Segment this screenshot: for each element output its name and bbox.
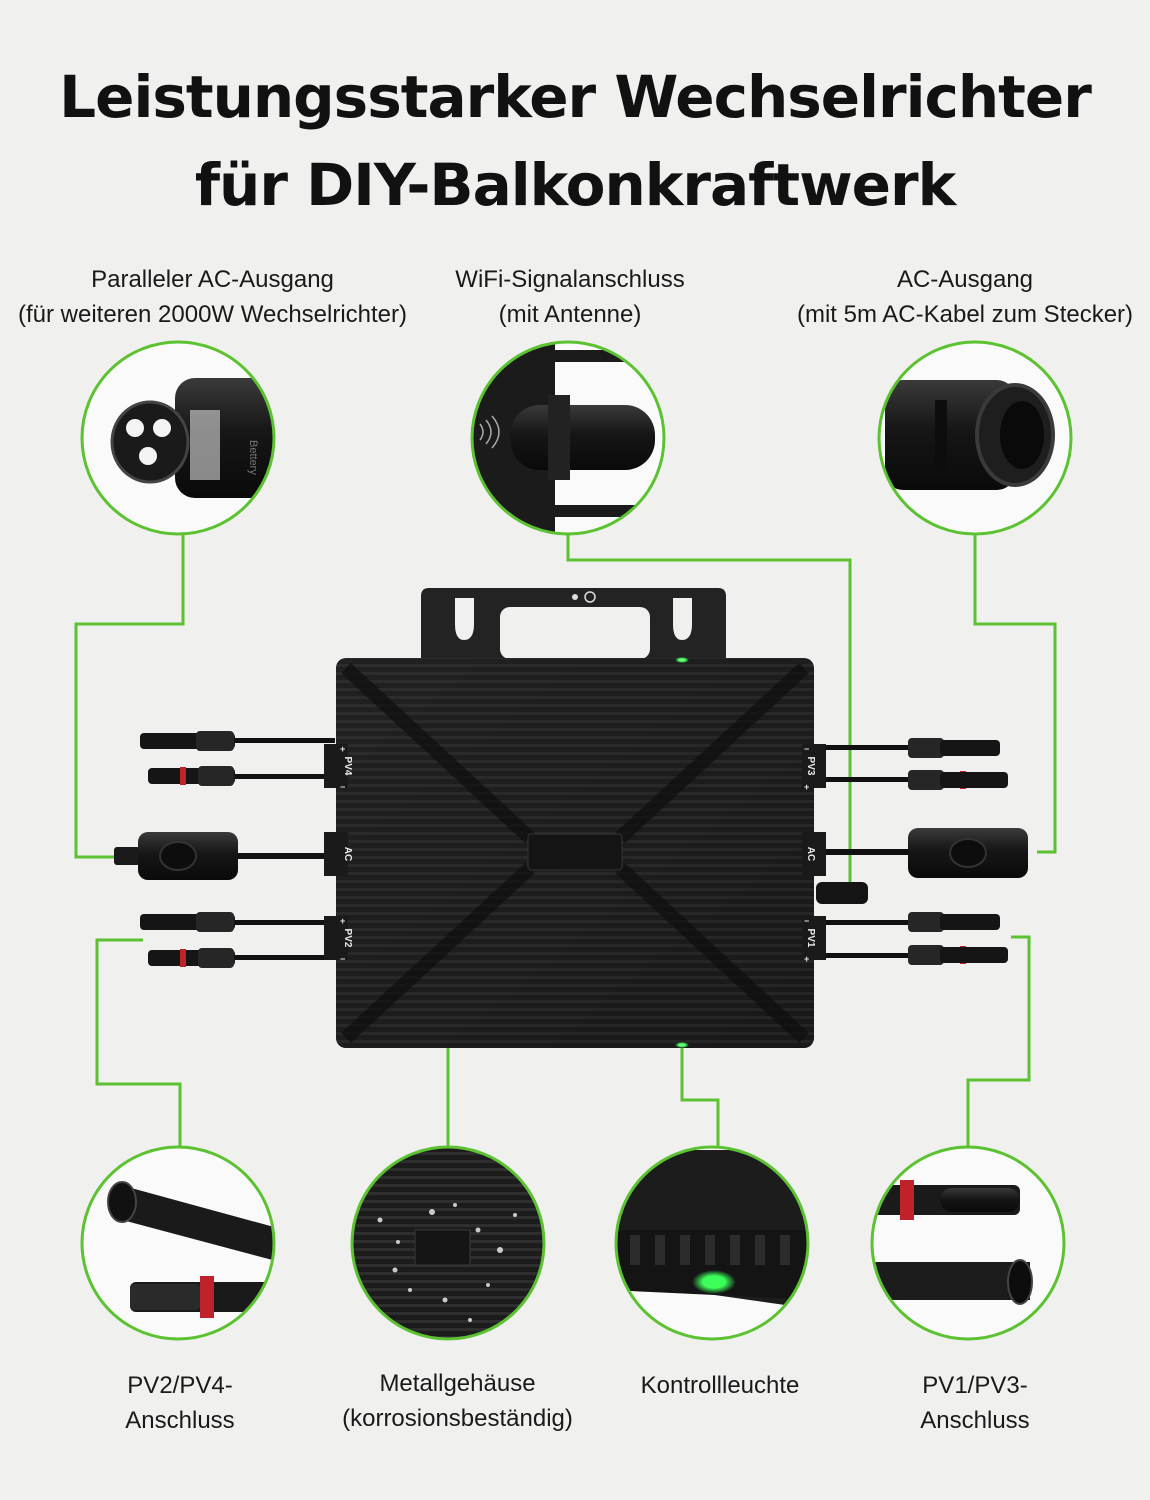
leader-ac-out (973, 533, 1057, 854)
polarity-plus-pv1: + (804, 954, 809, 964)
mounting-bracket (421, 588, 726, 660)
port-label-pv2: PV2 (342, 929, 353, 948)
pv3-mc4-pair (908, 738, 1008, 790)
label-status-light: Kontrollleuchte (640, 1372, 800, 1399)
leader-parallel-ac (74, 533, 185, 859)
port-label-pv3: PV3 (805, 757, 816, 776)
label-ac-output: AC-Ausgang (mit 5m AC-Kabel zum Stecker) (796, 266, 1134, 328)
polarity-plus-pv2: + (340, 916, 345, 926)
leader-led (680, 1044, 720, 1148)
leader-lines (74, 533, 1057, 1148)
leader-pv24 (95, 938, 182, 1148)
water-droplets (377, 1203, 517, 1322)
inverter-housing (324, 657, 868, 1048)
brand-mark: Bettery (247, 440, 259, 475)
port-labels: PV4 AC PV2 PV3 AC PV1 + − + − − + − + (340, 744, 816, 964)
callout-parallel-ac-output: Bettery (80, 340, 276, 536)
page-title-line-2: für DIY-Balkonkraftwerk (194, 151, 956, 219)
callout-status-light (614, 1145, 810, 1341)
port-label-ac-right: AC (805, 847, 816, 861)
leader-pv13 (966, 935, 1031, 1148)
pv4-mc4-pair (140, 731, 235, 786)
polarity-minus-pv2: − (340, 954, 345, 964)
label-metal-housing: Metallgehäuse (korrosionsbeständig) (342, 1370, 573, 1432)
callout-ac-output (877, 340, 1073, 536)
callout-metal-housing (350, 1145, 546, 1341)
callout-wifi-antenna (470, 340, 666, 536)
polarity-plus-pv4: + (340, 744, 345, 754)
parallel-ac-plug (114, 832, 238, 880)
polarity-plus-pv3: + (804, 782, 809, 792)
polarity-minus-pv3: − (804, 744, 809, 754)
pv2-mc4-pair (140, 912, 235, 968)
port-label-ac-left: AC (342, 847, 353, 861)
right-cables (814, 738, 1028, 965)
page-title-line-1: Leistungsstarker Wechselrichter (59, 63, 1092, 131)
label-pv2-pv4-connector: PV2/PV4- Anschluss (125, 1372, 235, 1434)
label-pv1-pv3-connector: PV1/PV3- Anschluss (920, 1372, 1030, 1434)
label-wifi-port: WiFi-Signalanschluss (mit Antenne) (455, 266, 685, 328)
polarity-minus-pv1: − (804, 916, 809, 926)
ac-output-plug (908, 828, 1028, 878)
callout-pv1-pv3-connector (870, 1145, 1066, 1341)
left-cables (114, 731, 335, 968)
label-parallel-ac-output: Paralleler AC-Ausgang (für weiteren 2000… (17, 266, 408, 328)
port-label-pv4: PV4 (342, 757, 353, 776)
leader-wifi (566, 533, 852, 902)
polarity-minus-pv4: − (340, 782, 345, 792)
callout-pv2-pv4-connector (80, 1145, 276, 1341)
port-label-pv1: PV1 (805, 929, 816, 948)
pv1-mc4-pair (908, 912, 1008, 965)
